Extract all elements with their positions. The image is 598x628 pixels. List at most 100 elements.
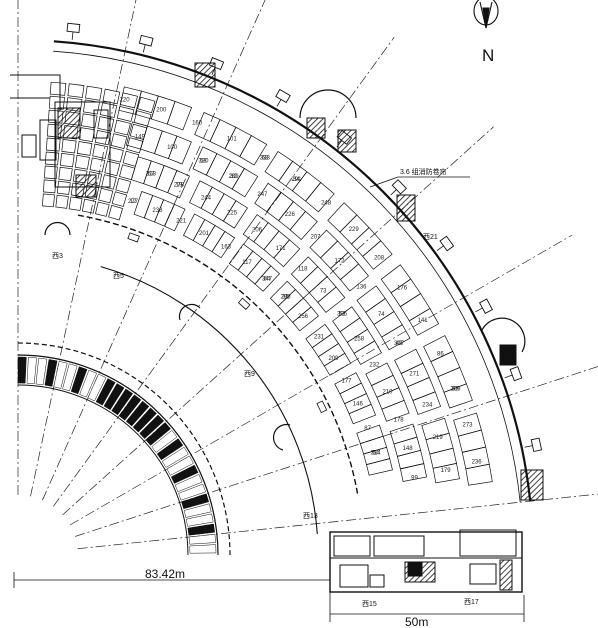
stall-number: 136 <box>356 284 367 290</box>
stall-cell <box>59 153 75 168</box>
seat-block <box>44 359 58 387</box>
stall-number: 320 <box>198 158 209 164</box>
stall-number: 172 <box>334 258 345 264</box>
stall-number: 277 <box>128 199 139 205</box>
seat-block <box>79 369 97 398</box>
stall-cell <box>408 308 440 336</box>
stall-number: 289 <box>229 174 240 180</box>
stall-number: 63 <box>261 155 268 161</box>
stall-cell <box>339 263 369 292</box>
stall-cell <box>412 391 442 415</box>
stall-number: 99 <box>411 476 418 482</box>
stall-cell <box>317 286 346 313</box>
stall-cell <box>85 85 103 101</box>
stall-cell <box>58 166 73 182</box>
north-label: N <box>482 46 494 65</box>
seat-block <box>161 446 189 468</box>
gate-label-west-3: 西3 <box>52 252 63 260</box>
north-arrow-icon <box>473 0 499 29</box>
seat-block <box>103 383 125 411</box>
stall-number: 34 <box>293 177 300 183</box>
stall-number: 73 <box>320 288 327 294</box>
stall-cell <box>166 100 193 131</box>
stall-cell <box>194 112 221 142</box>
axis-line <box>42 0 266 501</box>
stall-cell <box>348 403 377 425</box>
stall-cell <box>44 151 60 166</box>
stall-cell <box>339 382 367 405</box>
stall-number: 333 <box>260 155 271 161</box>
stall-number: 201 <box>199 231 210 237</box>
stall-cell <box>443 383 473 409</box>
stall-cell <box>42 193 55 208</box>
stall-cell <box>79 127 95 143</box>
stall-cell <box>67 83 85 98</box>
stall-cell <box>49 81 67 96</box>
callout-text: 3.6 组消防卷帘 <box>400 167 447 176</box>
stall-number: 64 <box>264 277 271 283</box>
dimension-width: 50m <box>405 615 428 628</box>
stall-cell <box>94 129 112 146</box>
seat-block <box>145 422 171 446</box>
stall-number: 309 <box>450 387 461 393</box>
stall-cell <box>289 210 318 240</box>
entrance-marker <box>504 366 523 382</box>
callout-leader <box>369 176 470 188</box>
seat-block <box>151 430 178 453</box>
stall-number: 163 <box>221 245 232 251</box>
stair-towers <box>44 89 526 451</box>
entrance-marker <box>390 179 407 196</box>
stall-number: 49 <box>396 341 403 347</box>
stall-number: 306 <box>337 312 348 318</box>
stall-number: 117 <box>242 260 252 266</box>
inner-entrance-marker <box>127 232 140 243</box>
stall-cell <box>167 135 192 165</box>
seat-block <box>166 455 194 476</box>
stall-number: 179 <box>441 468 452 474</box>
northwest-block <box>10 74 111 198</box>
stall-number: 86 <box>437 352 444 358</box>
dimension-radial-length: 83.42m <box>145 567 185 581</box>
inner-corridor-wall <box>100 266 318 535</box>
dimension-lines <box>13 562 525 622</box>
seat-block <box>132 407 157 433</box>
stall-cell <box>164 203 186 232</box>
seat-block <box>189 544 217 554</box>
axis-line <box>69 234 573 526</box>
stall-number: 244 <box>201 195 212 201</box>
stall-number: 141 <box>418 318 429 324</box>
stall-number: 232 <box>369 363 380 369</box>
stall-cell <box>305 182 335 213</box>
stall-cell <box>330 251 360 281</box>
stall-number: 307 <box>394 341 405 347</box>
stall-cell <box>97 116 115 132</box>
seat-block <box>170 464 199 484</box>
seat-block <box>62 363 78 392</box>
stall-number: 226 <box>285 212 296 218</box>
gate-label-west-5: 西5 <box>113 272 124 280</box>
stall-number: 19 <box>176 182 183 188</box>
stall-number: 52 <box>339 312 346 318</box>
stall-cell <box>56 180 71 195</box>
stall-cell <box>381 324 411 351</box>
stall-number: 208 <box>374 255 385 261</box>
seat-block <box>87 373 107 402</box>
seat-block <box>95 378 116 406</box>
seat-block <box>125 400 150 427</box>
stall-cell <box>465 463 493 486</box>
stall-number: 219 <box>433 435 444 441</box>
stall-number: 273 <box>462 423 473 429</box>
stall-cell <box>81 198 97 214</box>
stall-cell <box>74 154 90 170</box>
entrance-marker <box>66 22 81 40</box>
stall-cell <box>423 335 454 363</box>
stall-cell <box>116 105 135 122</box>
seat-block <box>139 414 165 439</box>
stall-cell <box>381 399 410 422</box>
seat-block <box>26 357 37 385</box>
stall-cell <box>211 231 236 259</box>
seat-block <box>187 523 215 536</box>
stall-number: 74 <box>378 312 385 318</box>
stall-number: 210 <box>382 390 393 396</box>
